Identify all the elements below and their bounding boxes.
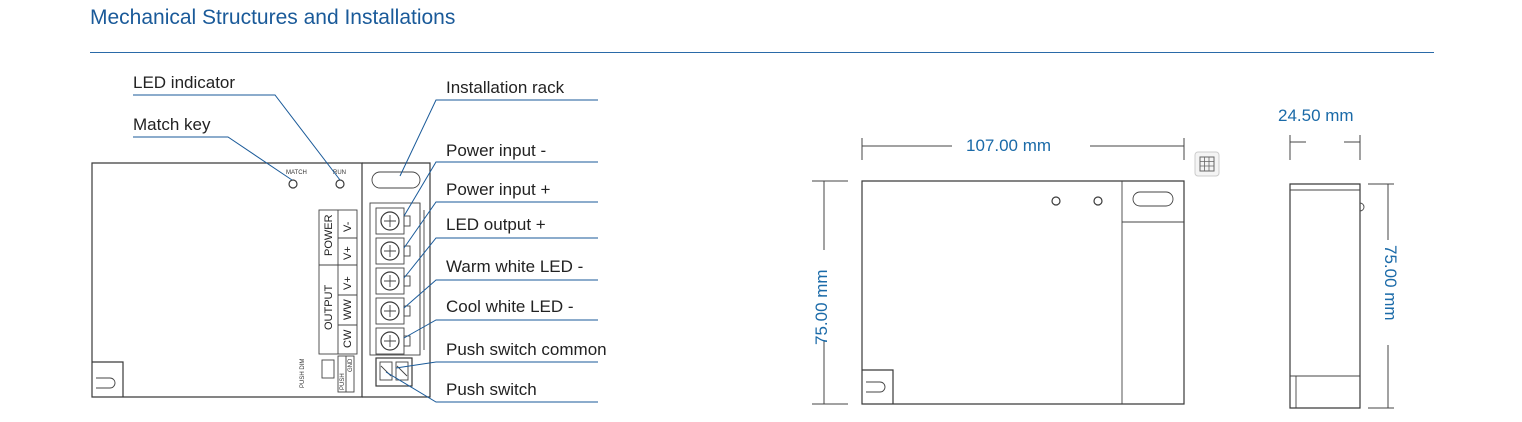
callout-power-input-neg: Power input - <box>446 141 546 160</box>
callout-led-indicator: LED indicator <box>133 73 235 92</box>
match-label: MATCH <box>286 170 307 176</box>
terminal-v-plus-output-label: V+ <box>342 276 354 290</box>
callout-warm-white-led: Warm white LED - <box>446 257 583 276</box>
callout-push-switch: Push switch <box>446 380 537 399</box>
terminal-cw-label: CW <box>342 329 354 348</box>
leader-power-input-pos <box>403 201 598 249</box>
power-group-label: POWER <box>323 214 335 256</box>
terminal-block <box>362 162 431 398</box>
leader-push-switch <box>385 371 598 403</box>
screw-terminal <box>375 297 411 325</box>
dimension-height-front: 75.00 mm <box>812 269 831 345</box>
match-key-hole <box>288 179 298 189</box>
leader-match-key <box>133 136 293 181</box>
callout-match-key: Match key <box>133 115 211 134</box>
dimension-depth: 24.50 mm <box>1278 106 1354 125</box>
leader-installation-rack <box>399 99 598 177</box>
dimension-housing <box>861 180 1185 405</box>
indicator-hole <box>1093 196 1103 206</box>
terminal-v-minus-label: V- <box>342 221 354 232</box>
side-housing <box>1289 183 1361 409</box>
screw-terminal <box>375 267 411 295</box>
device-front-view: MATCH RUN POWER OUTPUT V- V+ V+ WW CW PU… <box>91 162 431 398</box>
led-indicator-hole <box>335 179 345 189</box>
screw-terminal-strip <box>369 202 421 356</box>
table-icon[interactable] <box>1194 151 1220 177</box>
callouts-left: LED indicator Match key Installation rac… <box>133 73 607 403</box>
screw-terminal <box>375 237 411 265</box>
screw-terminal <box>375 327 411 355</box>
terminal-ww-label: WW <box>342 299 354 320</box>
push-dim-label: PUSH DIM <box>300 359 306 388</box>
installation-rack-slot <box>371 171 421 189</box>
rack-slot <box>1132 191 1174 207</box>
push-switch-terminal <box>375 357 413 387</box>
page-title: Mechanical Structures and Installations <box>90 6 456 29</box>
leader-cool-white-led <box>403 319 598 339</box>
leader-warm-white-led <box>403 279 598 309</box>
callout-push-switch-common: Push switch common <box>446 340 607 359</box>
output-group-label: OUTPUT <box>323 285 335 331</box>
push-dim-box <box>321 359 335 379</box>
dimension-width: 107.00 mm <box>966 136 1051 155</box>
mount-tab-bottom <box>92 361 124 397</box>
terminal-v-plus-power-label: V+ <box>342 246 354 260</box>
device-side-view: 24.50 mm 75.00 mm <box>1278 106 1400 409</box>
push-label: PUSH <box>340 373 346 390</box>
gnd-label: GND <box>348 358 354 372</box>
indicator-hole <box>1051 196 1061 206</box>
callout-power-input-pos: Power input + <box>446 180 550 199</box>
screw-terminal <box>375 207 411 235</box>
leader-push-switch-common <box>395 361 598 369</box>
run-label: RUN <box>333 170 346 176</box>
device-housing <box>91 162 363 398</box>
callout-cool-white-led: Cool white LED - <box>446 297 574 316</box>
mount-slot-bottom <box>96 377 116 389</box>
leader-power-input-neg <box>403 161 598 217</box>
callout-led-output-pos: LED output + <box>446 215 546 234</box>
dimension-height-side: 75.00 mm <box>1381 245 1400 321</box>
leader-led-output-pos <box>403 237 598 279</box>
leader-led-indicator <box>133 94 341 181</box>
device-dimension-view: 107.00 mm 75.00 mm <box>812 136 1220 405</box>
callout-installation-rack: Installation rack <box>446 78 565 97</box>
title-rule <box>90 52 1434 53</box>
